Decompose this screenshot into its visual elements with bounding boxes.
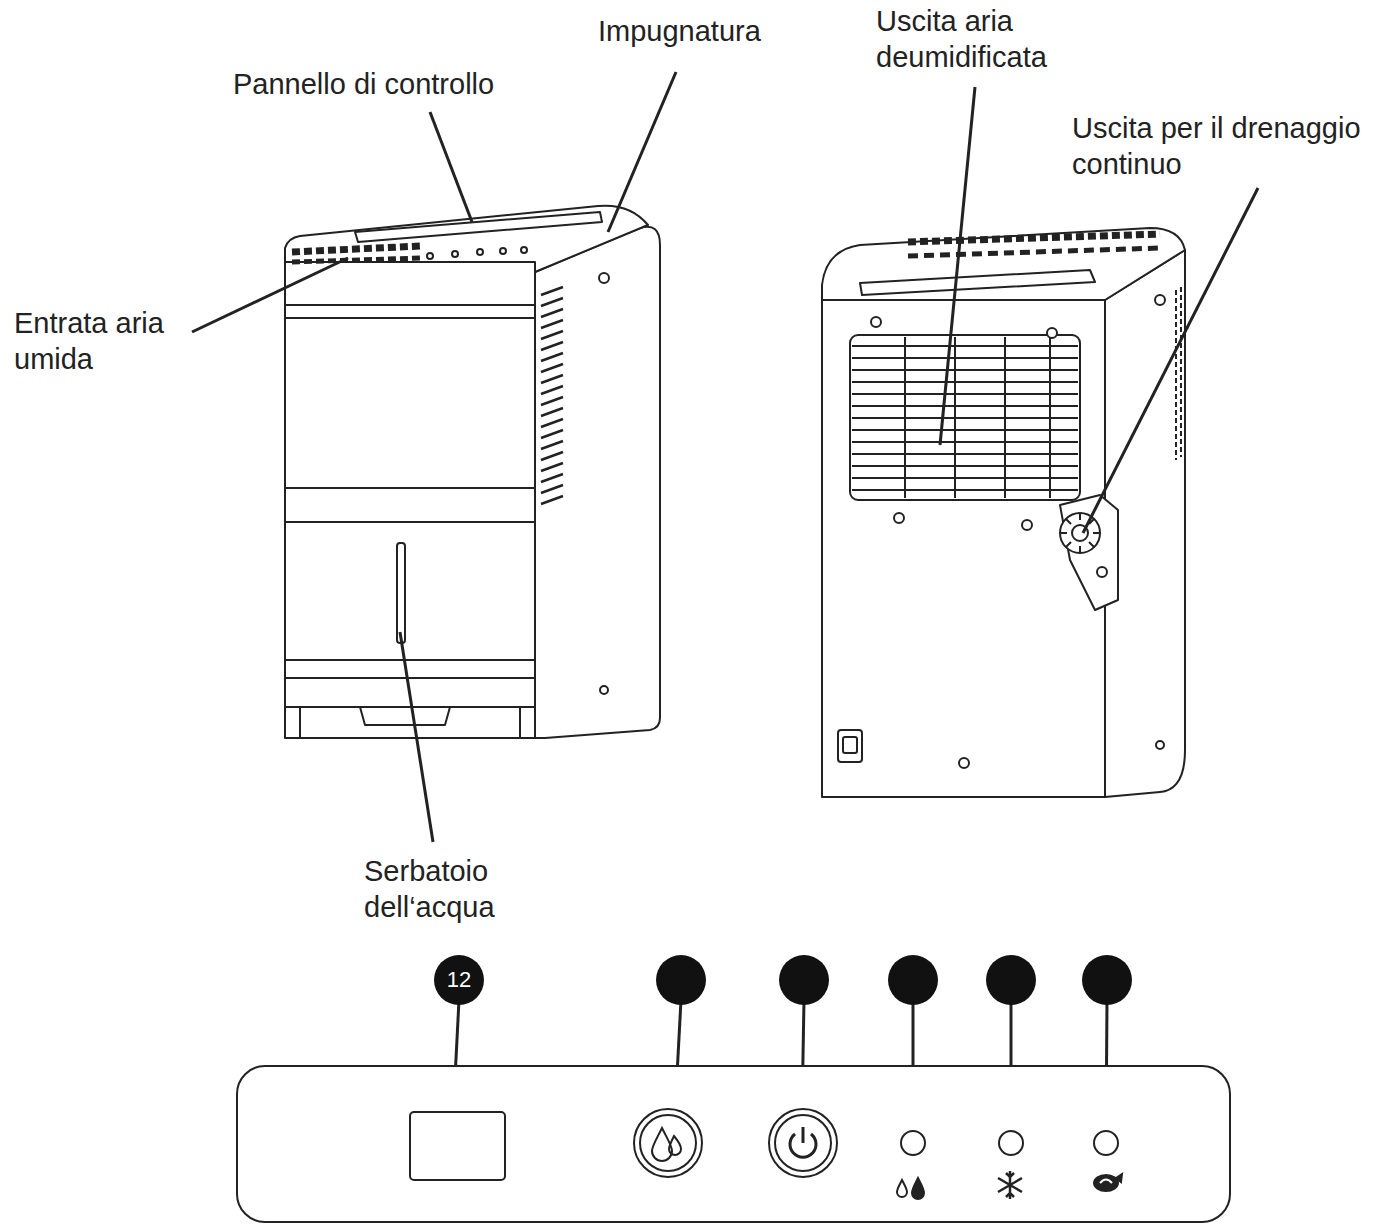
panel-icon	[1094, 1175, 1118, 1191]
back-unit	[1060, 513, 1100, 553]
front-unit	[285, 262, 535, 707]
callout-dot	[1082, 955, 1132, 1005]
back-unit	[908, 248, 1160, 256]
back-unit	[1176, 287, 1181, 460]
panel-icon	[998, 1171, 1022, 1199]
panel-icon	[802, 1127, 805, 1143]
front-unit	[285, 707, 535, 738]
back-unit	[871, 317, 881, 327]
back-unit	[822, 228, 1185, 300]
back-unit	[1155, 295, 1165, 305]
front-unit	[535, 227, 660, 738]
leader-line	[192, 258, 348, 332]
panel-icon	[912, 1178, 924, 1199]
part-label: Entrata aria umida	[14, 305, 189, 377]
back-unit	[852, 337, 1078, 498]
front-unit	[541, 287, 563, 504]
panel-icon	[652, 1128, 672, 1161]
back-unit	[850, 335, 1080, 500]
callout-dot	[656, 955, 706, 1005]
callout-dot	[656, 955, 1132, 1005]
panel-icon	[669, 1136, 681, 1155]
front-unit	[355, 212, 602, 242]
back-unit	[1156, 741, 1164, 749]
leader-line	[940, 87, 975, 445]
callout-dot	[888, 955, 938, 1005]
part-label: Uscita aria deumidificata	[876, 3, 1086, 75]
control-panel	[634, 1109, 702, 1177]
panel-icon	[652, 1127, 1122, 1199]
back-unit	[1060, 495, 1118, 610]
front-unit	[599, 273, 609, 283]
back-unit	[838, 730, 862, 762]
callout-dot	[986, 955, 1036, 1005]
front-unit	[285, 206, 660, 738]
panel-icon	[1100, 1180, 1112, 1184]
callout-text: 12	[447, 967, 471, 993]
leader-line	[430, 112, 472, 222]
back-unit	[860, 270, 1095, 295]
front-unit	[397, 543, 405, 643]
back-unit	[1097, 567, 1107, 577]
control-panel	[775, 1115, 831, 1171]
panel-icon	[897, 1180, 907, 1197]
control-panel	[999, 1131, 1023, 1155]
back-unit	[1060, 513, 1100, 553]
control-panel	[237, 1066, 1230, 1222]
leader-line	[1083, 188, 1258, 533]
part-label: Serbatoio dell‘acqua	[364, 853, 524, 925]
part-label: Pannello di controllo	[233, 66, 553, 102]
front-unit	[600, 686, 608, 694]
back-unit	[908, 234, 1160, 242]
callout-number: 12	[434, 955, 484, 1005]
front-unit	[521, 247, 527, 253]
part-label: Impugnatura	[598, 13, 818, 49]
panel-icon	[1116, 1174, 1122, 1182]
control-panel	[410, 1112, 505, 1180]
back-unit	[1047, 328, 1057, 338]
control-panel	[640, 1115, 696, 1171]
front-unit	[292, 258, 420, 262]
back-unit	[822, 300, 1105, 797]
back-unit	[894, 513, 904, 523]
back-unit	[959, 758, 969, 768]
control-panel	[237, 1066, 1230, 1222]
leader-line	[608, 72, 676, 232]
back-unit	[843, 737, 857, 753]
back-unit	[1022, 520, 1032, 530]
callout-dot	[779, 955, 829, 1005]
front-unit	[300, 707, 520, 738]
front-unit	[292, 246, 420, 252]
front-unit	[427, 253, 433, 259]
front-unit	[500, 248, 506, 254]
front-unit	[452, 251, 458, 257]
front-unit	[285, 305, 535, 678]
control-panel	[901, 1131, 925, 1155]
part-label: Uscita per il drenaggio continuo	[1072, 110, 1392, 182]
front-unit	[477, 249, 483, 255]
control-panel	[1094, 1131, 1118, 1155]
control-panel	[769, 1109, 837, 1177]
back-unit	[822, 228, 1185, 797]
leader-line	[400, 632, 433, 842]
leader-line	[192, 72, 1258, 1170]
